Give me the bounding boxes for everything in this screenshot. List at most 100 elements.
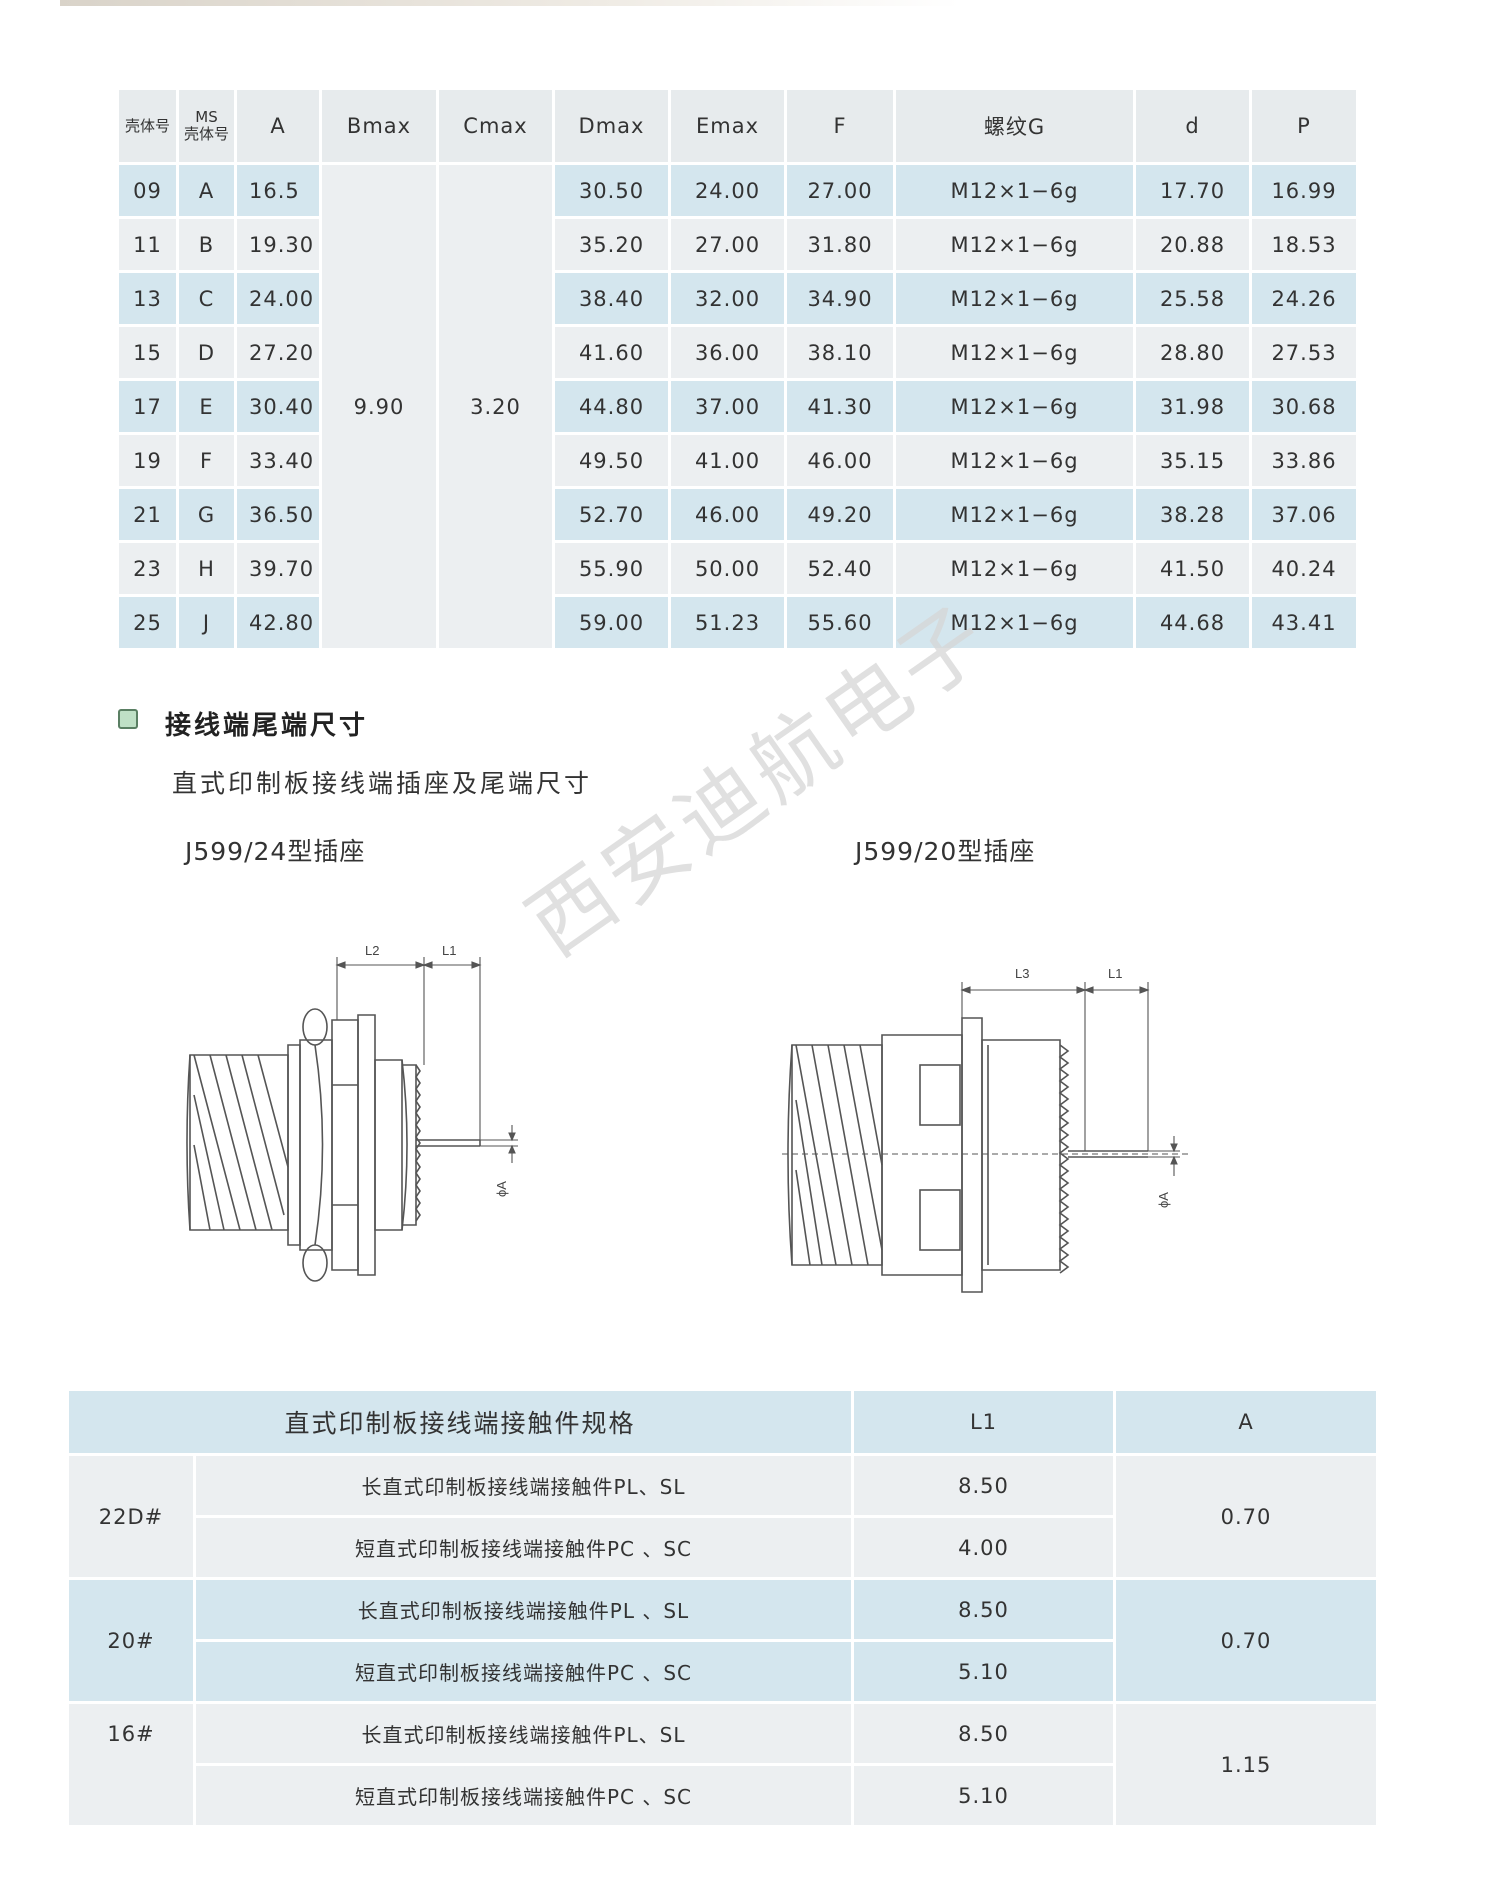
cell-ms: E (176, 378, 237, 435)
table-row: 短直式印制板接线端接触件PC 、SC 4.00 (68, 1515, 1378, 1580)
dim-label-phi-a: ϕA (1156, 1192, 1171, 1208)
cell-f: 38.10 (784, 324, 896, 381)
cell-a: 16.5 (234, 162, 322, 219)
header-cmax: Cmax (436, 87, 555, 165)
cell-p: 30.68 (1249, 378, 1359, 435)
table-row: 短直式印制板接线端接触件PC 、SC 5.10 (68, 1639, 1378, 1704)
dim-label-phi-a: ϕA (494, 1181, 509, 1197)
cell-ms: J (176, 594, 237, 651)
cell-emax: 51.23 (668, 594, 787, 651)
cell-dmax: 59.00 (552, 594, 671, 651)
cell-f: 41.30 (784, 378, 896, 435)
drawing-j599-20: L3 L1 ϕA (782, 966, 1190, 1293)
header-dmax: Dmax (552, 87, 671, 165)
cell-a: 30.40 (234, 378, 322, 435)
cell-contact-desc: 长直式印制板接线端接触件PL、SL (192, 1701, 855, 1766)
cell-thread: M12×1−6g (893, 162, 1136, 219)
header-p: P (1249, 87, 1359, 165)
cell-thread: M12×1−6g (893, 216, 1136, 273)
cell-l1: 8.50 (851, 1453, 1117, 1518)
header-a: A (234, 87, 322, 165)
dim-label-l3: L3 (1015, 966, 1029, 981)
cell-p: 16.99 (1249, 162, 1359, 219)
dim-label-l1: L1 (1108, 966, 1122, 981)
table-row: 15 D 27.20 41.60 36.00 38.10 M12×1−6g 28… (116, 324, 1359, 381)
cell-l1: 4.00 (851, 1515, 1117, 1580)
cell-dmax: 30.50 (552, 162, 671, 219)
cell-f: 55.60 (784, 594, 896, 651)
section-bullet-icon (118, 709, 138, 729)
cell-f: 27.00 (784, 162, 896, 219)
table-row: 09 A 16.5 9.90 3.20 30.50 24.00 27.00 M1… (116, 162, 1359, 651)
cell-d: 28.80 (1133, 324, 1252, 381)
cell-l1: 8.50 (851, 1701, 1117, 1766)
cell-a: 0.70 (1113, 1577, 1380, 1704)
drawing-label-j599-24: J599/24型插座 (185, 837, 366, 866)
header-a: A (1113, 1388, 1380, 1456)
cell-dmax: 52.70 (552, 486, 671, 543)
cell-f: 34.90 (784, 270, 896, 327)
dim-label-l2: L2 (365, 943, 379, 958)
cell-thread: M12×1−6g (893, 270, 1136, 327)
cell-dmax: 44.80 (552, 378, 671, 435)
cell-p: 43.41 (1249, 594, 1359, 651)
contact-spec-table: 直式印制板接线端接触件规格 L1 A 22D# 长直式印制板接线端接触件PL、S… (65, 1388, 1380, 1828)
header-shell-no: 壳体号 (116, 87, 179, 165)
drawing-label-j599-20: J599/20型插座 (855, 837, 1036, 866)
cell-d: 20.88 (1133, 216, 1252, 273)
cell-cmax-merged: 3.20 (436, 162, 555, 651)
cell-dmax: 41.60 (552, 324, 671, 381)
cell-d: 44.68 (1133, 594, 1252, 651)
cell-ms: F (176, 432, 237, 489)
cell-contact-desc: 短直式印制板接线端接触件PC 、SC (192, 1639, 855, 1704)
cell-p: 24.26 (1249, 270, 1359, 327)
cell-a: 1.15 (1113, 1701, 1380, 1828)
cell-ms: D (176, 324, 237, 381)
cell-f: 52.40 (784, 540, 896, 597)
cell-contact-desc: 短直式印制板接线端接触件PC 、SC (192, 1515, 855, 1580)
cell-dmax: 38.40 (552, 270, 671, 327)
cell-emax: 27.00 (668, 216, 787, 273)
cell-l1: 5.10 (851, 1763, 1117, 1828)
cell-shell: 17 (116, 378, 179, 435)
cell-contact-size: 22D# (66, 1453, 196, 1580)
cell-f: 31.80 (784, 216, 896, 273)
table-header-row: 直式印制板接线端接触件规格 L1 A (65, 1388, 1380, 1456)
cell-shell: 21 (116, 486, 179, 543)
cell-emax: 36.00 (668, 324, 787, 381)
cell-shell: 15 (116, 324, 179, 381)
table-row: 22D# 长直式印制板接线端接触件PL、SL 8.50 0.70 (66, 1453, 1380, 1580)
cell-ms: H (176, 540, 237, 597)
cell-shell: 13 (116, 270, 179, 327)
table-row: 19 F 33.40 49.50 41.00 46.00 M12×1−6g 35… (116, 432, 1359, 489)
cell-d: 35.15 (1133, 432, 1252, 489)
cell-a: 36.50 (234, 486, 322, 543)
drawing-j599-24: L2 L1 ϕA (186, 943, 518, 1282)
cell-d: 17.70 (1133, 162, 1252, 219)
section-subtitle: 直式印制板接线端插座及尾端尺寸 (172, 769, 593, 798)
contact-table-title: 直式印制板接线端接触件规格 (65, 1388, 855, 1456)
header-emax: Emax (668, 87, 787, 165)
cell-thread: M12×1−6g (893, 324, 1136, 381)
section-title: 接线端尾端尺寸 (165, 711, 369, 741)
cell-emax: 32.00 (668, 270, 787, 327)
top-decor-bar (60, 0, 960, 6)
table-row: 17 E 30.40 44.80 37.00 41.30 M12×1−6g 31… (116, 378, 1359, 435)
table-row: 25 J 42.80 59.00 51.23 55.60 M12×1−6g 44… (116, 594, 1359, 651)
table-row: 16# 长直式印制板接线端接触件PL、SL 8.50 1.15 (66, 1701, 1380, 1828)
cell-contact-size: 16# (66, 1701, 196, 1828)
cell-thread: M12×1−6g (893, 540, 1136, 597)
dim-label-l1: L1 (442, 943, 456, 958)
cell-d: 25.58 (1133, 270, 1252, 327)
cell-l1: 5.10 (851, 1639, 1117, 1704)
cell-p: 33.86 (1249, 432, 1359, 489)
cell-ms: G (176, 486, 237, 543)
header-l1: L1 (851, 1388, 1117, 1456)
table-row: 13 C 24.00 38.40 32.00 34.90 M12×1−6g 25… (116, 270, 1359, 327)
cell-thread: M12×1−6g (893, 378, 1136, 435)
cell-shell: 19 (116, 432, 179, 489)
cell-emax: 41.00 (668, 432, 787, 489)
cell-p: 37.06 (1249, 486, 1359, 543)
